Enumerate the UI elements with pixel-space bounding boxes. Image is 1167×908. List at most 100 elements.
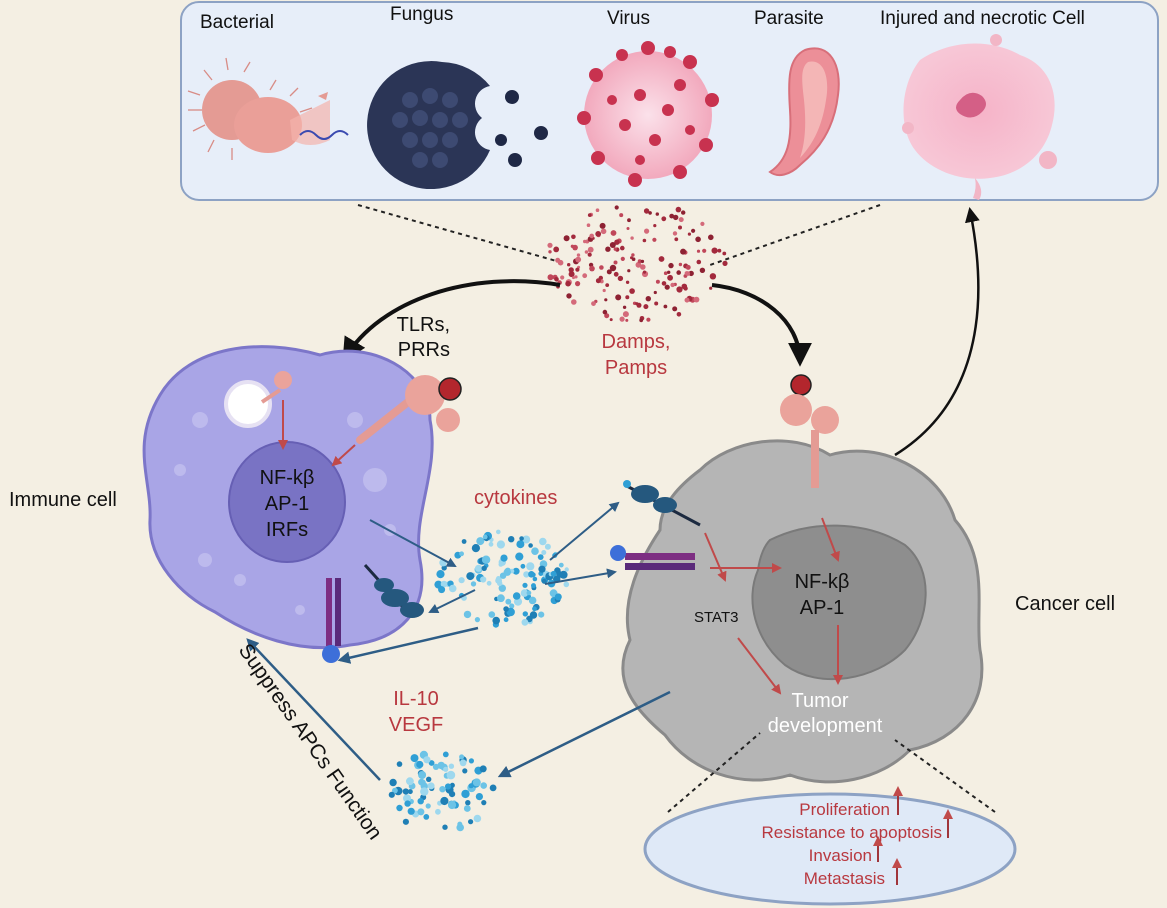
cytokine-particle (519, 536, 524, 541)
damp-particle (687, 232, 692, 236)
cytokine-particle (488, 611, 496, 618)
damp-particle (695, 236, 701, 243)
damp-particle (664, 284, 670, 290)
endosome-receptor-icon (260, 371, 292, 404)
cytokine-particle (538, 565, 546, 573)
damp-particle (589, 265, 595, 272)
il10-particle (468, 758, 474, 764)
damp-particle (637, 259, 642, 264)
damp-particle (674, 237, 679, 242)
damp-particle (668, 262, 674, 269)
damp-particle (595, 278, 601, 284)
damp-particle (547, 274, 554, 281)
damp-particle (625, 318, 629, 322)
il10-particle (463, 805, 471, 812)
damp-particle (582, 273, 588, 279)
damp-particle (622, 311, 629, 318)
cytokine-particle (558, 562, 564, 568)
immune-receptor-icon (356, 375, 462, 444)
cytokine-particle (508, 536, 515, 543)
cytokine-particle (498, 584, 506, 592)
cytokine-particle (461, 539, 467, 544)
il10-label: IL-10 (393, 688, 439, 710)
damp-particle (576, 253, 581, 257)
damp-particle (583, 239, 587, 244)
damp-particle (684, 297, 690, 303)
il10-particle (472, 778, 481, 787)
damp-particle (669, 213, 675, 219)
cytokine-particle (436, 570, 445, 579)
damp-particle (640, 259, 645, 264)
outcome-ellipse (643, 792, 1017, 906)
il10-particle (437, 761, 445, 770)
damp-particle (620, 256, 625, 261)
cancer-receptor-complex-icon (610, 545, 695, 570)
fungus-label: Fungus (390, 4, 454, 25)
damp-particle (620, 245, 625, 251)
il10-particle (406, 777, 414, 786)
il10-particle (473, 814, 482, 823)
damp-particle (643, 304, 649, 310)
cytokine-particle (521, 618, 529, 626)
il10-particle (426, 776, 432, 782)
damp-particle (699, 267, 706, 273)
il10-particle (388, 791, 395, 798)
il10-particle (407, 807, 415, 815)
damp-particle (678, 262, 683, 267)
damp-particle (609, 242, 616, 248)
il10-particle (423, 814, 430, 820)
il10-particle (445, 783, 452, 790)
damp-particle (629, 288, 635, 294)
damp-particle (667, 274, 673, 281)
parasite-icon (768, 47, 840, 177)
damp-particle (643, 208, 650, 214)
cytokine-particle (520, 563, 526, 569)
cancer-cytokine-receptor-icon (623, 480, 701, 527)
il10-particle (480, 782, 488, 789)
damp-particle (599, 265, 604, 270)
damp-particle (654, 301, 659, 306)
cytokine-particle (554, 593, 562, 601)
damp-particle (673, 214, 679, 221)
cytokine-particle (538, 611, 545, 618)
damp-particle (547, 242, 553, 248)
cytokine-particle (496, 576, 501, 581)
cytokine-particle (488, 541, 494, 547)
il10-particle (403, 794, 411, 803)
damp-particle (572, 276, 575, 280)
damp-particle (566, 293, 572, 299)
il10-particle (440, 796, 449, 806)
stat3-label: STAT3 (694, 609, 739, 626)
cytokine-particle (531, 547, 539, 555)
damp-particle (615, 294, 622, 301)
damp-particle (661, 216, 667, 222)
damp-particle (587, 252, 592, 257)
damp-particle (631, 257, 636, 262)
damp-particle (646, 317, 651, 322)
damp-particle (553, 246, 560, 253)
immune-cell-label: Immune cell (9, 489, 117, 511)
cytokine-particle (497, 594, 505, 603)
cytokine-particle (448, 584, 457, 593)
cancer-cell-shape (621, 439, 984, 784)
damp-particle (609, 264, 617, 272)
cytokine-particle (532, 576, 538, 582)
damp-particle (604, 298, 608, 302)
immune-irfs-label: IRFs (265, 519, 309, 541)
il10-particle (447, 800, 457, 810)
damp-particle (602, 288, 606, 293)
cytokine-particle (496, 529, 501, 535)
cytokine-particle (522, 535, 531, 544)
il10-particle (392, 787, 398, 794)
damp-particle (610, 230, 617, 236)
il10-particle (442, 824, 448, 830)
damp-particle (575, 281, 581, 287)
cytokine-particle (532, 606, 537, 612)
cytokine-particle (528, 543, 533, 548)
bacterial-label: Bacterial (200, 12, 274, 33)
cytokine-particle (471, 544, 480, 553)
damp-particle (635, 261, 642, 268)
cytokine-particle (531, 583, 536, 589)
il10-particle (396, 761, 403, 767)
